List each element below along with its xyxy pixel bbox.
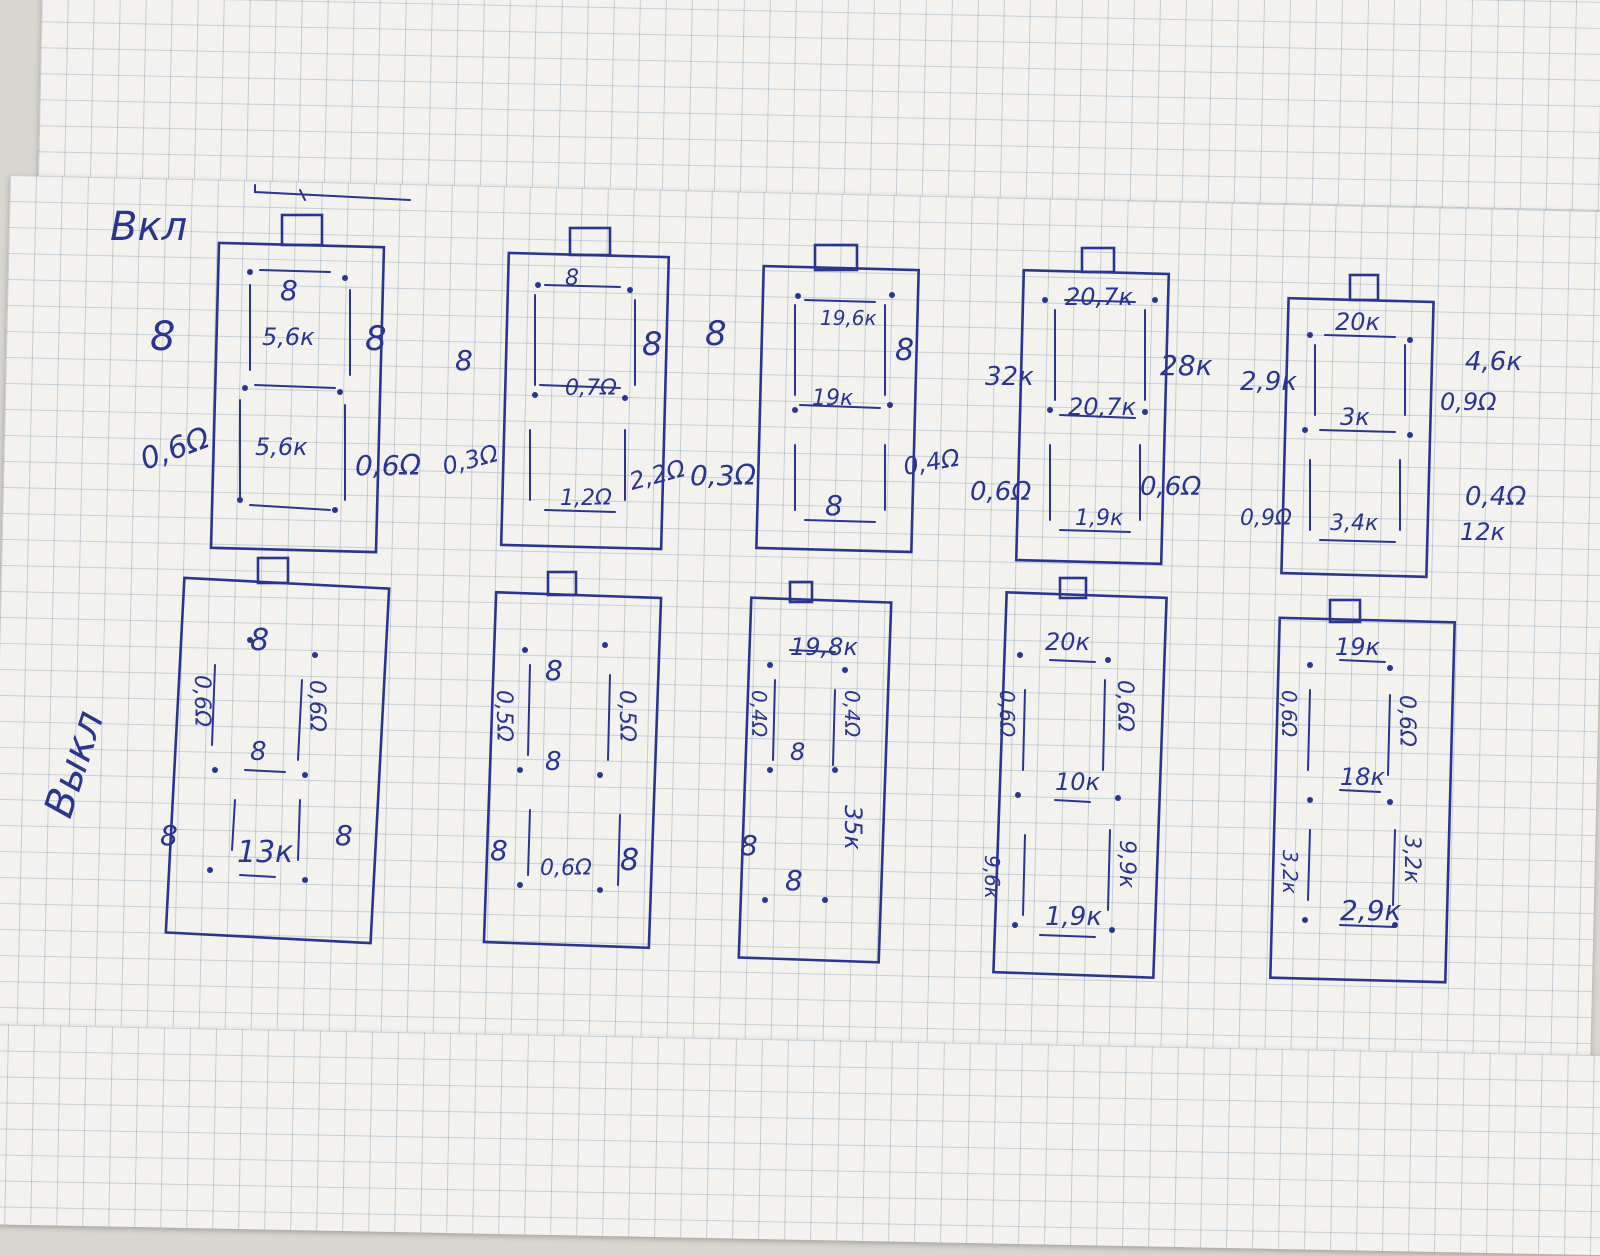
off2-bottom-seg: 0,6Ω (540, 856, 592, 881)
off1-right-upper: 0,6Ω (304, 680, 329, 732)
on-display-5: 20к 2,9к 4,6к 0,9Ω 3к 3,4к 0,9Ω 0,4Ω 12к (1240, 273, 1526, 579)
off1-top: 8 (250, 623, 269, 658)
off4-bottom-seg: 1,9к (1045, 902, 1102, 932)
on4-right-upper: 28к (1160, 349, 1213, 382)
on5-left-upper: 2,9к (1240, 367, 1297, 397)
off2-right-lower: 8 (620, 843, 639, 878)
off3-right-lower: 35к (839, 805, 867, 851)
on5-right-lower-2: 12к (1460, 518, 1506, 546)
on1-left-lower: 0,6Ω (136, 420, 214, 477)
off5-middle: 18к (1340, 763, 1386, 791)
on-display-4: 20,7к 32к 28к 20,7к 1,9к 0,6Ω 0,6Ω (970, 246, 1213, 566)
on-display-2: 8 8 8 0,7Ω 1,2Ω 0,3Ω 2,2Ω (439, 226, 689, 551)
on3-left-upper: 8 (705, 314, 727, 354)
on-display-3: 19,6к 8 8 19к 8 0,3Ω 0,4Ω (690, 243, 962, 554)
off1-left-upper: 0,6Ω (189, 675, 214, 727)
on1-middle: 5,6к (262, 323, 315, 351)
off5-right-upper: 0,6Ω (1394, 695, 1419, 747)
on4-top: 20,7к (1065, 283, 1133, 311)
handwritten-sketch: Вкл Выкл 8 8 8 5,6к 5,6к 0,6Ω 0,6Ω 8 8 8… (36, 184, 1526, 984)
on5-right-lower: 0,4Ω (1465, 482, 1526, 512)
off1-left-lower: 8 (160, 819, 178, 852)
off5-left-lower: 3,2к (1278, 850, 1302, 894)
on-row-label: Вкл (110, 204, 187, 250)
scribble-mark (254, 184, 411, 201)
on1-top: 8 (280, 274, 298, 307)
on4-right-lower: 0,6Ω (1140, 472, 1201, 502)
on4-bottom-seg: 1,9к (1075, 506, 1124, 531)
on2-left-upper: 8 (455, 344, 473, 377)
off5-left-upper: 0,6Ω (1277, 690, 1301, 738)
on2-middle: 0,7Ω (565, 376, 617, 401)
on2-top: 8 (565, 266, 579, 291)
off4-right-lower: 9,9к (1114, 840, 1139, 889)
on1-right-lower: 0,6Ω (355, 449, 422, 482)
off4-right-upper: 0,6Ω (1112, 680, 1137, 732)
off1-middle: 8 (250, 737, 267, 767)
off-display-2: 8 0,5Ω 0,5Ω 8 8 8 0,6Ω (482, 570, 663, 950)
off1-bottom-seg: 13к (237, 835, 293, 870)
off-row-label: Выкл (36, 705, 113, 823)
on3-top: 19,6к (820, 306, 877, 330)
on-display-1: 8 8 8 5,6к 5,6к 0,6Ω 0,6Ω (136, 213, 422, 554)
off3-bottom-seg: 8 (785, 864, 803, 897)
off3-middle: 8 (790, 738, 805, 766)
off3-top: 19,8к (790, 633, 858, 661)
on3-right-upper: 8 (895, 333, 914, 368)
on1-left-upper: 8 (150, 314, 175, 360)
on2-right-upper: 8 (642, 325, 662, 363)
on5-left-lower: 0,9Ω (1240, 506, 1292, 531)
on1-bottom-seg: 5,6к (255, 433, 308, 461)
on4-middle: 20,7к (1068, 393, 1136, 421)
off2-left-upper: 0,5Ω (491, 690, 516, 742)
off2-middle: 8 (545, 747, 562, 777)
off2-left-lower: 8 (490, 834, 508, 867)
on2-right-lower: 2,2Ω (626, 454, 688, 496)
off2-right-upper: 0,5Ω (614, 690, 639, 742)
off4-left-lower: 9,6к (980, 855, 1004, 899)
on2-bottom-seg: 1,2Ω (560, 486, 612, 511)
off2-top: 8 (545, 654, 563, 687)
on5-middle: 3к (1340, 403, 1370, 431)
on3-right-lower: 0,4Ω (901, 443, 962, 481)
off3-left-upper: 0,4Ω (747, 690, 771, 738)
off-display-4: 20к 0,6Ω 0,6Ω 10к 9,6к 9,9к 1,9к (980, 576, 1168, 980)
off4-top: 20к (1045, 628, 1091, 656)
on2-left-lower: 0,3Ω (439, 439, 501, 481)
off-display-3: 19,8к 0,4Ω 0,4Ω 8 8 35к 8 (737, 580, 893, 964)
on3-bottom-seg: 8 (825, 489, 843, 522)
off5-right-lower: 3,2к (1399, 835, 1424, 884)
on5-top: 20к (1335, 308, 1381, 336)
off3-right-upper: 0,4Ω (840, 690, 864, 738)
on3-middle: 19к (812, 386, 854, 411)
off-display-5: 19к 0,6Ω 0,6Ω 18к 3,2к 3,2к 2,9к (1268, 598, 1457, 984)
off5-top: 19к (1335, 633, 1381, 661)
on5-right-upper: 4,6к (1465, 347, 1522, 377)
on1-right-upper: 8 (365, 319, 387, 359)
off5-bottom-seg: 2,9к (1340, 894, 1402, 927)
off4-left-upper: 0,6Ω (995, 690, 1019, 738)
off3-left-lower: 8 (740, 829, 758, 862)
off4-middle: 10к (1055, 768, 1101, 796)
on4-left-upper: 32к (985, 362, 1034, 392)
off-display-1: 8 0,6Ω 0,6Ω 8 8 8 13к (160, 556, 391, 945)
on5-bottom-seg: 3,4к (1330, 511, 1379, 536)
off1-right-lower: 8 (335, 819, 353, 852)
on3-left-lower: 0,3Ω (690, 459, 757, 492)
on5-right-upper-2: 0,9Ω (1440, 388, 1497, 416)
on4-left-lower: 0,6Ω (970, 477, 1031, 507)
